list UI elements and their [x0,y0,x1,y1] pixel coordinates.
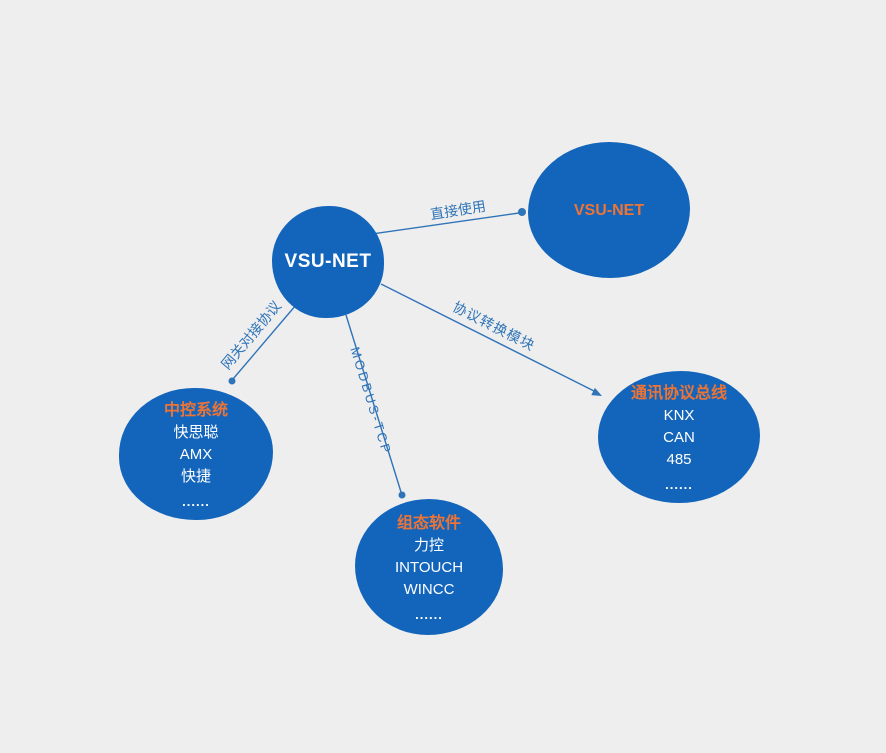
node-vsu-net-center-label: VSU-NET [284,251,372,272]
list-item: KNX [663,407,695,424]
node-scada-title: 组态软件 [396,515,461,532]
node-scada-software: 组态软件 力控 INTOUCH WINCC ...... [355,499,503,635]
edge-gateway-endpoint-dot [228,377,236,385]
list-item: WINCC [403,581,455,598]
list-item: INTOUCH [394,559,464,576]
edge-modbus-endpoint-dot [398,491,406,499]
edge-protocol-line [380,283,595,392]
list-item: AMX [179,446,213,463]
list-item: 快思聪 [173,424,219,441]
edge-protocol-arrowhead-icon [591,387,602,396]
ellipsis-text: ...... [415,607,443,622]
node-central-control-system: 中控系统 快思聪 AMX 快捷 ...... [119,388,273,520]
list-item: 力控 [413,537,444,554]
list-item: 485 [666,451,692,468]
node-protocol-bus-title: 通讯协议总线 [630,385,727,402]
ellipsis-text: ...... [665,477,693,492]
edge-modbus-line [345,314,402,493]
node-protocol-bus: 通讯协议总线 KNX CAN 485 ...... [598,371,760,503]
node-central-control-title: 中控系统 [163,402,228,419]
list-item: 快捷 [180,468,211,485]
edge-gateway-line [232,304,297,380]
edge-direct-line [371,212,520,235]
node-vsu-net-direct-label: VSU-NET [573,201,645,219]
node-vsu-net-center: VSU-NET [272,206,384,318]
edge-direct-endpoint-dot [518,208,526,216]
list-item: CAN [663,429,695,446]
node-vsu-net-direct: VSU-NET [528,142,690,278]
ellipsis-text: ...... [182,494,210,509]
